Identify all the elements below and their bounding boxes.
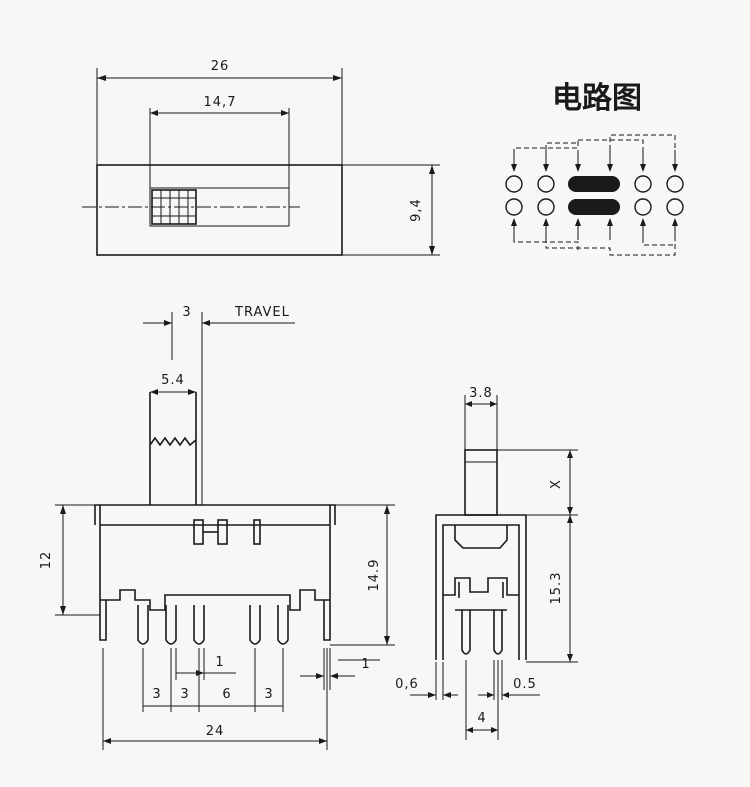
contact-hole — [537, 175, 555, 193]
pin-pitch-3: 6 — [222, 687, 231, 702]
body-marking-text: H I — [224, 559, 226, 561]
pin-spacing-label: 4 — [477, 711, 486, 726]
travel-label: TRAVEL — [234, 305, 290, 320]
contact-bridge — [568, 199, 620, 215]
top-body-outline — [96, 164, 343, 256]
pin-thickness-label: 0,6 — [395, 677, 419, 692]
pin — [249, 605, 261, 645]
total-height-label: 14.9 — [367, 559, 382, 592]
contact-bridge — [568, 176, 620, 192]
pin — [193, 605, 205, 645]
pin — [323, 600, 331, 641]
contact-hole — [634, 198, 652, 216]
pin — [99, 600, 107, 641]
pin-pitch-2: 3 — [180, 687, 189, 702]
side-pin — [493, 610, 503, 655]
body-height-label: 12 — [39, 551, 54, 570]
contact-hole — [666, 175, 684, 193]
contact-hole — [634, 175, 652, 193]
travel-value: 3 — [182, 305, 191, 320]
contact-hole — [666, 198, 684, 216]
knob-width-label: 5.4 — [161, 373, 185, 388]
knob-height-label: X — [549, 479, 564, 489]
pin-pitch-4: 3 — [264, 687, 273, 702]
side-pin — [461, 610, 471, 655]
slider-knob-side — [464, 449, 498, 516]
pin-tip-label: 0.5 — [513, 677, 537, 692]
contact-hole — [505, 198, 523, 216]
pin-width-label: 1 — [215, 655, 224, 670]
body-marking — [193, 519, 261, 545]
pin-pitch-1: 3 — [152, 687, 161, 702]
pin — [137, 605, 149, 645]
contact-hole — [537, 198, 555, 216]
circuit-diagram: 电路图 — [505, 81, 684, 256]
top-view: 26 14,7 9,4 — [82, 59, 440, 256]
pin — [165, 605, 177, 645]
contact-hole — [505, 175, 523, 193]
front-view: 3 TRAVEL 5.4 H I — [39, 305, 395, 750]
side-body-outline — [435, 514, 527, 660]
slider-knob-front — [149, 392, 197, 505]
pin-offset-label: 1 — [361, 657, 370, 672]
circuit-title: 电路图 — [552, 81, 642, 116]
front-body-outline — [94, 504, 336, 600]
side-body-height-label: 15.3 — [549, 572, 564, 605]
top-height-label: 9,4 — [409, 198, 424, 222]
pin — [277, 605, 289, 645]
side-knob-width-label: 3.8 — [469, 386, 493, 401]
pin-span-label: 24 — [206, 724, 225, 739]
top-width-label: 26 — [211, 59, 230, 74]
side-view: 3.8 X 15.3 0,6 — [395, 386, 578, 740]
slot-width-label: 14,7 — [204, 95, 237, 110]
